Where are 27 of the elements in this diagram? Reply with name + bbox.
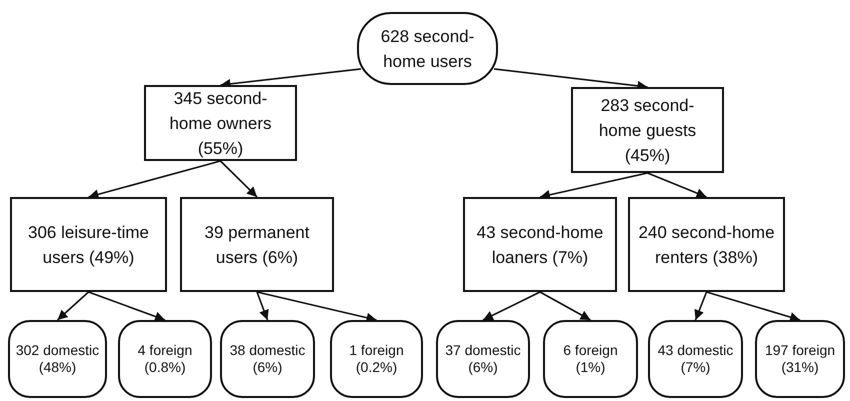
arrow [220,160,258,198]
category-box: 306 leisure-time users (49%) [10,197,167,292]
arrow [88,291,166,322]
category-box: 345 second-home owners (55%) [144,85,297,161]
arrow [56,291,90,321]
arrow [88,160,221,200]
leaf-node: 38 domestic (6%) [220,320,315,398]
leaf-node: 37 domestic (6%) [436,320,530,398]
root-node: 628 second-home users [357,12,498,85]
leaf-node: 43 domestic (7%) [648,320,743,398]
arrow [540,172,648,200]
leaf-node: 1 foreign (0.2%) [330,320,423,398]
arrow [706,291,800,322]
arrow [540,291,591,321]
category-box: 39 permanent users (6%) [180,197,334,292]
leaf-node: 4 foreign (0.8%) [118,320,212,398]
category-box: 43 second-home loaners (7%) [463,197,617,292]
arrow [482,291,540,321]
category-box: 240 second-home renters (38%) [628,197,785,292]
leaf-node: 302 domestic (48%) [8,320,107,398]
arrow [256,291,377,323]
arrow [256,292,269,320]
leaf-node: 197 foreign (31%) [755,320,845,398]
category-box: 283 second-home guests (45%) [571,87,724,173]
arrow [647,172,707,198]
arrow [694,292,708,320]
leaf-node: 6 foreign (1%) [543,320,638,398]
